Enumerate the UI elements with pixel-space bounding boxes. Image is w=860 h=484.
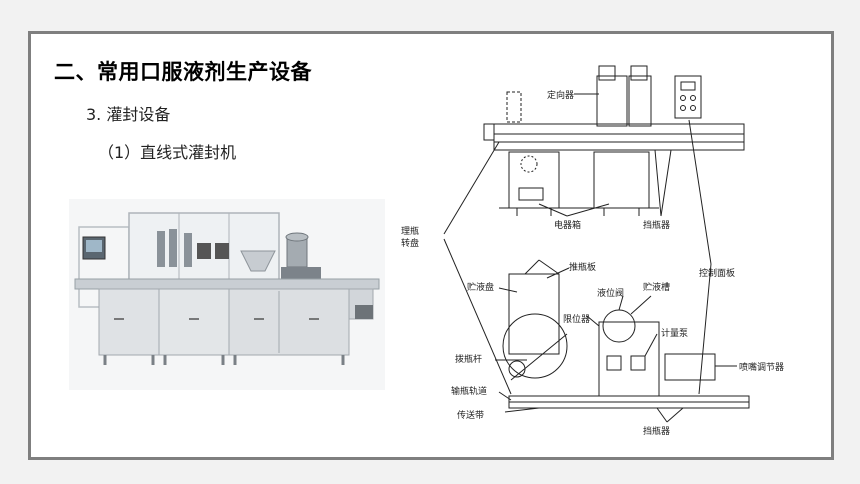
label-sorting-tray-2: 转盘	[401, 237, 419, 249]
label-conveyor-belt: 传送带	[457, 409, 484, 421]
label-limiter: 限位器	[563, 313, 590, 325]
machine-photo	[69, 199, 385, 390]
label-bottle-stop-top: 挡瓶器	[643, 219, 670, 231]
label-electric-box: 电器箱	[554, 219, 581, 231]
label-push-rod: 拨瓶杆	[455, 353, 482, 365]
label-bottle-stop-bottom: 挡瓶器	[643, 425, 670, 437]
machine-schematic: 定向器 理瓶 转盘 电器箱 挡瓶器 控制面板 推瓶板 贮液盘 液位阀 贮液槽 限…	[399, 64, 792, 438]
label-metering-pump: 计量泵	[661, 327, 688, 339]
label-liquid-tank: 贮液槽	[643, 281, 670, 293]
label-sorting-tray-1: 理瓶	[401, 225, 419, 237]
label-nozzle-adjuster: 喷嘴调节器	[739, 362, 784, 373]
section-subheading: （1）直线式灌封机	[98, 143, 237, 162]
label-push-plate: 推瓶板	[569, 261, 596, 273]
label-orienter: 定向器	[547, 89, 574, 101]
label-conveyor-track: 输瓶轨道	[451, 385, 487, 397]
label-control-panel: 控制面板	[699, 267, 735, 279]
label-level-valve: 液位阀	[597, 287, 624, 299]
label-liquid-tray: 贮液盘	[467, 281, 494, 293]
section-subtitle: 3. 灌封设备	[86, 105, 171, 124]
slide-title: 二、常用口服液剂生产设备	[54, 60, 312, 84]
